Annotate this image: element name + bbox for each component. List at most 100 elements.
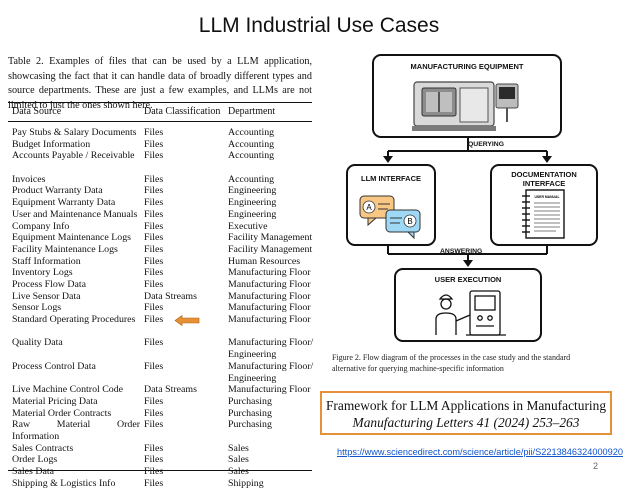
data-classification-cell: Files xyxy=(144,477,164,489)
data-classification-cell: Files xyxy=(144,232,164,244)
data-classification-cell: Files xyxy=(144,466,164,478)
data-source-cell: Sensor Logs xyxy=(12,302,62,314)
data-source-cell: Raw Material Order Information xyxy=(12,419,140,442)
user-manual-icon: USER MANUAL xyxy=(522,189,565,239)
table-row: Sales Data Files Sales xyxy=(8,466,312,478)
department-cell: Manufacturing Floor xyxy=(228,302,311,314)
department-cell: Manufacturing Floor xyxy=(228,290,311,302)
department-cell: Engineering xyxy=(228,197,277,209)
data-source-cell: Product Warranty Data xyxy=(12,185,103,197)
department-cell: Human Resources xyxy=(228,255,301,267)
answering-label: ANSWERING xyxy=(440,248,483,255)
data-classification-cell: Files xyxy=(144,454,164,466)
figure-caption: Figure 2. Flow diagram of the processes … xyxy=(332,353,571,373)
department-cell: Accounting xyxy=(228,173,275,185)
department-cell: Engineering xyxy=(228,208,277,220)
chat-letter-b: B xyxy=(407,217,412,226)
data-classification-cell: Files xyxy=(144,302,164,314)
department-cell: Manufacturing Floor xyxy=(228,278,311,290)
department-cell: Manufacturing Floor xyxy=(228,267,311,279)
source-link[interactable]: https://www.sciencedirect.com/science/ar… xyxy=(337,447,623,457)
manufacturing-equipment-box: MANUFACTURING EQUIPMENT xyxy=(372,54,562,138)
department-cell: Facility Management xyxy=(228,232,313,244)
llm-interface-label: LLM INTERFACE xyxy=(361,174,421,183)
table-row: Sensor Logs Files Manufacturing Floor xyxy=(8,302,312,314)
table-caption: Table 2. Examples of files that can be u… xyxy=(8,56,312,111)
data-classification-cell: Files xyxy=(144,185,164,197)
data-source-cell: Quality Data xyxy=(12,337,63,349)
department-cell: Sales xyxy=(228,442,249,454)
data-source-cell: Standard Operating Procedures xyxy=(12,314,136,326)
data-source-cell: Equipment Maintenance Logs xyxy=(12,232,132,244)
data-source-cell: Company Info xyxy=(12,220,70,232)
data-source-cell: Inventory Logs xyxy=(12,267,73,279)
flow-diagram: MANUFACTURING EQUIPMENT QUERYING LLM INT… xyxy=(340,50,598,342)
department-cell: Manufacturing Floor xyxy=(228,384,311,396)
table-row: User and Maintenance Manuals Files Enginee… xyxy=(8,209,312,221)
data-source-cell: Process Flow Data xyxy=(12,278,87,290)
data-classification-cell: Files xyxy=(144,208,164,220)
department-cell: Sales xyxy=(228,466,249,478)
data-source-cell: Pay Stubs & Salary Documents xyxy=(12,127,137,138)
table-row: Company Info Files Executive xyxy=(8,221,312,233)
cnc-machine-icon xyxy=(412,81,519,131)
chat-bubbles-icon: A B xyxy=(359,195,421,240)
user-execution-box: USER EXECUTION xyxy=(394,268,542,342)
data-source-cell: Facility Maintenance Logs xyxy=(12,243,118,255)
data-classification-cell: Files xyxy=(144,360,164,372)
data-classification-cell: Files xyxy=(144,442,164,454)
department-cell: Shipping xyxy=(228,477,264,489)
department-cell: Facility Management xyxy=(228,243,313,255)
data-classification-cell: Files xyxy=(144,197,164,209)
table-row: Product Warranty Data Files Engineering xyxy=(8,185,312,197)
data-classification-cell: Files xyxy=(144,267,164,279)
data-source-cell: Shipping & Logistics Info xyxy=(12,477,116,489)
table-row: Facility Maintenance Logs Files Facility M… xyxy=(8,244,312,256)
llm-interface-box: LLM INTERFACE A B xyxy=(346,164,436,246)
data-source-cell: Equipment Warranty Data xyxy=(12,197,116,209)
operator-at-machine-icon xyxy=(435,290,506,336)
reference-journal: Manufacturing Letters 41 (2024) 253–263 xyxy=(352,415,580,430)
data-source-cell: Sales Data xyxy=(12,466,54,478)
data-classification-cell: Files xyxy=(144,419,164,431)
page-number: 2 xyxy=(593,461,599,471)
data-classification-cell: Files xyxy=(144,150,164,162)
slide-title: LLM Industrial Use Cases xyxy=(198,14,440,37)
department-cell: Executive xyxy=(228,220,268,232)
manual-title: USER MANUAL xyxy=(534,195,559,199)
data-classification-cell: Files xyxy=(144,243,164,255)
department-cell: Purchasing xyxy=(228,419,272,431)
department-cell: Engineering xyxy=(228,185,277,197)
data-classification-cell: Files xyxy=(144,173,164,185)
data-classification-cell: Files xyxy=(144,395,164,407)
documentation-interface-label: DOCUMENTATION INTERFACE xyxy=(511,170,577,188)
table-row: Equipment Maintenance Logs Files Facility … xyxy=(8,232,312,244)
data-source-cell: Budget Information xyxy=(12,138,91,150)
column-header-department: Department xyxy=(228,106,276,117)
data-source-cell: User and Maintenance Manuals xyxy=(12,208,138,220)
department-cell: Manufacturing Floor/ Engineering xyxy=(228,360,314,384)
data-source-cell: Live Sensor Data xyxy=(12,290,81,302)
data-source-cell: Material Pricing Data xyxy=(12,395,98,407)
data-classification-cell: Data Streams xyxy=(144,290,197,302)
data-classification-cell: Files xyxy=(144,138,164,150)
department-cell: Purchasing xyxy=(228,407,272,419)
department-cell: Accounting xyxy=(228,127,275,138)
manufacturing-equipment-label: MANUFACTURING EQUIPMENT xyxy=(410,62,524,71)
data-classification-cell: Files xyxy=(144,220,164,232)
data-source-cell: Staff Information xyxy=(12,255,81,267)
data-source-cell: Live Machine Control Code xyxy=(12,384,124,396)
table-bottom-rule xyxy=(8,470,312,472)
